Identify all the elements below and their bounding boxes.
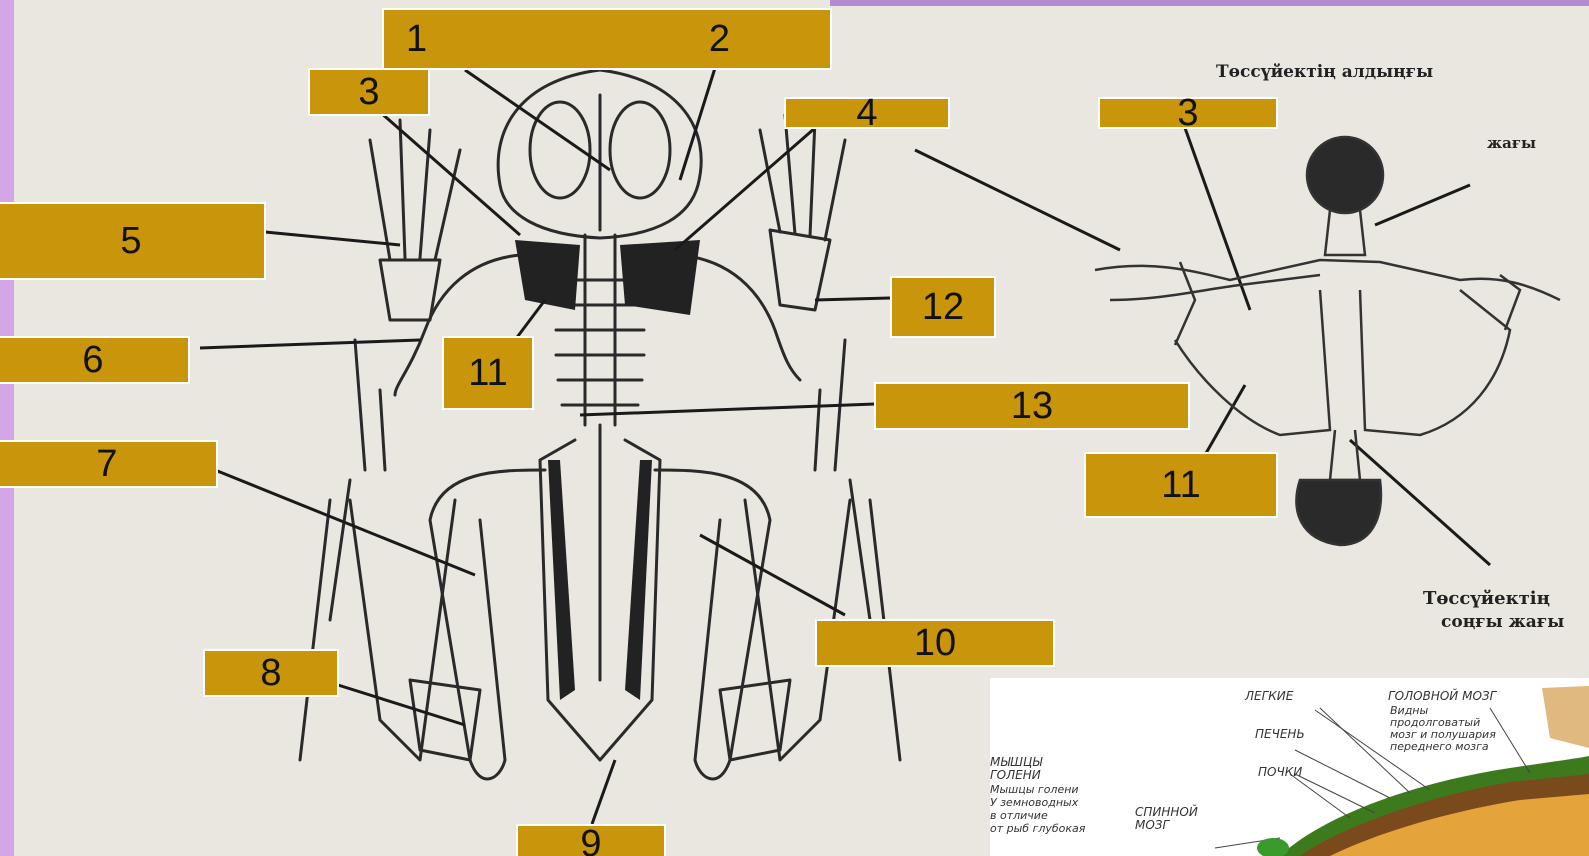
inset-muscles-line2: ГОЛЕНИ (990, 769, 1041, 782)
label-7[interactable]: 7 (0, 440, 218, 488)
inset-muscles-line3: Мышцы голени (990, 783, 1079, 796)
caption-sternum-back-line1: Төссүйектің (1423, 588, 1550, 609)
left-pelvic-bar (548, 460, 575, 700)
right-orbit (610, 102, 670, 198)
label-11-skeleton[interactable]: 11 (442, 336, 534, 410)
inset-spinal-line2: МОЗГ (1135, 819, 1169, 832)
caption-sternum-front-line1: Төссүйектің алдыңғы (1216, 62, 1433, 82)
right-coracoid (620, 240, 700, 315)
label-10[interactable]: 10 (815, 619, 1055, 667)
inset-muscles-line5: в отличие (990, 809, 1048, 822)
label-3-skeleton[interactable]: 3 (308, 68, 430, 116)
inset-kidneys-label: ПОЧКИ (1258, 766, 1302, 779)
label-13[interactable]: 13 (874, 382, 1190, 430)
inset-muscles-line6: от рыб глубокая (990, 822, 1085, 835)
inset-liver-label: ПЕЧЕНЬ (1255, 728, 1305, 741)
label-6[interactable]: 6 (0, 336, 190, 384)
label-8[interactable]: 8 (203, 649, 339, 697)
label-9[interactable]: 9 (516, 824, 666, 856)
label-11-sternum[interactable]: 11 (1084, 452, 1278, 518)
frog-anatomy-inset: ЛЕГКИЕ ГОЛОВНОЙ МОЗГ Видны продолговатый… (990, 678, 1589, 856)
label-4[interactable]: 4 (784, 97, 950, 129)
inset-brain-line4: переднего мозга (1390, 740, 1489, 753)
inset-lungs-label: ЛЕГКИЕ (1245, 690, 1293, 703)
label-box-1-2[interactable]: 1 2 (382, 8, 832, 70)
label-1: 1 (406, 20, 427, 58)
label-3-sternum[interactable]: 3 (1098, 97, 1278, 129)
caption-sternum-back-line2: соңғы жағы (1441, 612, 1564, 632)
label-5[interactable]: 5 (0, 202, 266, 280)
right-pelvic-bar (625, 460, 652, 700)
inset-brain-title: ГОЛОВНОЙ МОЗГ (1388, 690, 1496, 703)
left-coracoid (515, 240, 580, 310)
label-2: 2 (709, 20, 730, 58)
caption-sternum-front-line2: жағы (1487, 134, 1536, 152)
label-12[interactable]: 12 (890, 276, 996, 338)
inset-muscles-line4: У земноводных (990, 796, 1078, 809)
